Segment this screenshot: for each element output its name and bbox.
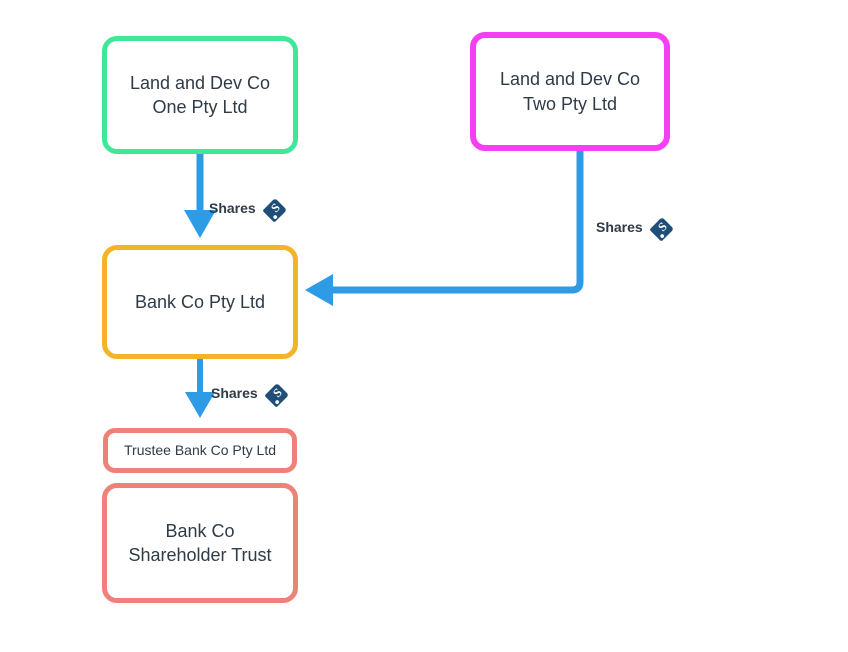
node-trustee-bank-co-pty-ltd[interactable]: Trustee Bank Co Pty Ltd xyxy=(103,428,297,473)
edge-land-one-to-bank-co xyxy=(184,154,216,238)
price-tag-icon: S xyxy=(649,218,673,241)
node-label: Bank Co Pty Ltd xyxy=(134,291,266,312)
node-label: Trustee Bank Co Pty Ltd xyxy=(124,442,276,459)
node-label: Land and Dev Co One Pty Ltd xyxy=(129,72,271,117)
edge-label-shares-1: Shares S xyxy=(209,193,292,223)
price-tag-icon: S xyxy=(262,199,286,222)
edge-label-text: Shares xyxy=(211,385,258,401)
node-bank-co-shareholder-trust[interactable]: Bank Co Shareholder Trust xyxy=(102,483,298,603)
node-label: Land and Dev Co Two Pty Ltd xyxy=(499,69,641,114)
price-tag-icon: S xyxy=(264,384,288,407)
edge-bank-co-to-trustee xyxy=(185,359,215,418)
edge-label-shares-3: Shares S xyxy=(211,378,294,408)
edge-label-text: Shares xyxy=(209,200,256,216)
edge-label-text: Shares xyxy=(596,219,643,235)
edge-label-shares-2: Shares S xyxy=(596,212,679,242)
node-land-and-dev-co-one[interactable]: Land and Dev Co One Pty Ltd xyxy=(102,36,298,154)
node-bank-co-pty-ltd[interactable]: Bank Co Pty Ltd xyxy=(102,245,298,359)
node-land-and-dev-co-two[interactable]: Land and Dev Co Two Pty Ltd xyxy=(470,32,670,151)
edge-land-two-to-bank-co xyxy=(305,151,584,306)
node-label: Bank Co Shareholder Trust xyxy=(128,520,272,565)
